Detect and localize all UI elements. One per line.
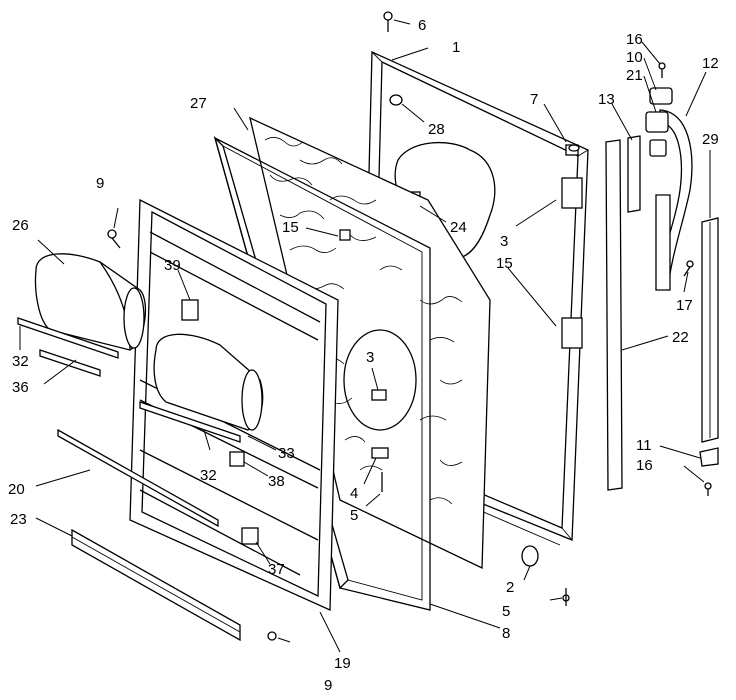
callout-21: 21: [626, 67, 643, 84]
callout-32-left: 32: [12, 353, 29, 370]
callout-24: 24: [450, 219, 467, 236]
callout-7: 7: [530, 91, 538, 108]
callout-20: 20: [8, 481, 25, 498]
shelf-rail: [57, 428, 219, 528]
callout-9-top: 9: [96, 175, 104, 192]
callout-5-mid: 5: [350, 507, 358, 524]
callout-37: 37: [268, 561, 285, 578]
callout-38: 38: [268, 473, 285, 490]
middle-door-bin: [139, 333, 264, 443]
callout-33: 33: [278, 445, 295, 462]
callout-15-right: 15: [496, 255, 513, 272]
callout-27: 27: [190, 95, 207, 112]
handle-trim-strips: [605, 135, 719, 491]
callout-leaders: [19, 19, 711, 653]
callout-22: 22: [672, 329, 689, 346]
callout-1: 1: [452, 39, 460, 56]
callout-39: 39: [164, 257, 181, 274]
callout-16-top: 16: [626, 31, 643, 48]
callout-labels: 1 6 7 27 28 24 3 15 15 9 26 39 32 36 3 3…: [8, 17, 719, 694]
callout-3-upper: 3: [500, 233, 508, 250]
callout-16-bottom: 16: [636, 457, 653, 474]
callout-10: 10: [626, 49, 643, 66]
callout-6: 6: [418, 17, 426, 34]
upper-door-bin: [17, 253, 147, 377]
callout-11: 11: [636, 437, 652, 454]
callout-12: 12: [702, 55, 719, 72]
bottom-trim-strip: [71, 528, 241, 642]
callout-17: 17: [676, 297, 693, 314]
hardware-parts: [107, 11, 719, 641]
callout-4: 4: [350, 485, 358, 502]
callout-29: 29: [702, 131, 719, 148]
callout-19: 19: [334, 655, 351, 672]
callout-32-mid: 32: [200, 467, 217, 484]
callout-9-bottom: 9: [324, 677, 332, 694]
callout-3-mid: 3: [366, 349, 374, 366]
callout-2: 2: [506, 579, 514, 596]
callout-23: 23: [10, 511, 27, 528]
callout-28: 28: [428, 121, 445, 138]
door-handle: [645, 87, 693, 291]
callout-8: 8: [502, 625, 510, 642]
callout-13: 13: [598, 91, 615, 108]
callout-26: 26: [12, 217, 29, 234]
callout-36: 36: [12, 379, 29, 396]
callout-5-bottom: 5: [502, 603, 510, 620]
callout-15-left: 15: [282, 219, 299, 236]
